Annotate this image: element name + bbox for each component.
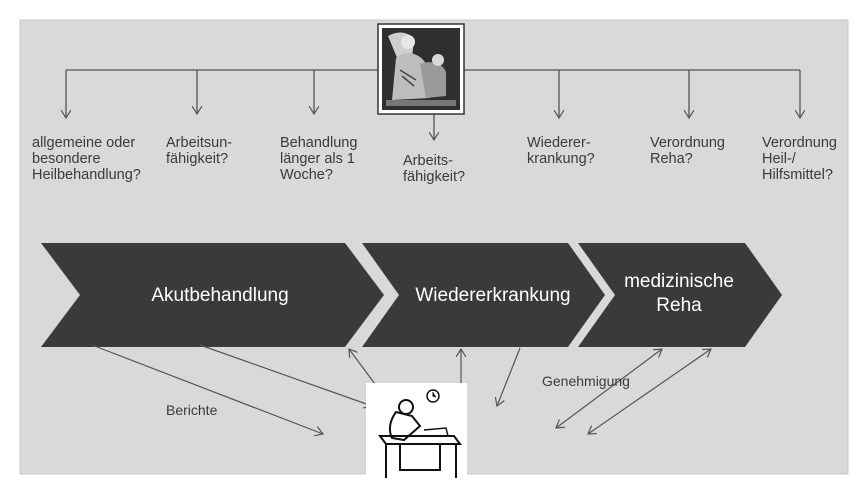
chevron-akutbehandlung (41, 243, 384, 347)
chevron-reha (578, 243, 782, 347)
report-arrow (91, 344, 323, 434)
question-arrows (66, 70, 800, 140)
question-arbeitsunfaehigkeit: Arbeitsun- fähigkeit? (166, 135, 233, 167)
phase-label-reha: medizinische Reha (624, 271, 734, 316)
question-arbeitsfaehigkeit: Arbeits- fähigkeit? (403, 153, 466, 185)
phase-label-wiedererkrankung: Wiedererkrankung (415, 285, 571, 306)
feedback-arrow (349, 349, 376, 385)
question-wiedererkrankung: Wiederer- krankung? (527, 135, 595, 167)
question-verordnung-reha: Verordnung Reha? (650, 135, 725, 167)
report-arrow (199, 344, 372, 406)
process-arrows (91, 344, 711, 434)
report-arrow (497, 347, 521, 406)
edge-label-genehmigung: Genehmigung (542, 373, 630, 389)
doctor-examining-patient-icon (377, 23, 465, 115)
phase-label-akutbehandlung: Akutbehandlung (151, 285, 289, 306)
question-behandlung-laenger: Behandlung länger als 1 Woche? (280, 135, 358, 183)
edge-label-berichte: Berichte (166, 402, 218, 418)
question-verordnung-hilfsmittel: Verordnung Heil-/ Hilfsmittel? (762, 135, 837, 183)
question-allgemeine-heilbehandlung: allgemeine oder besondere Heilbehandlung… (32, 135, 141, 183)
approval-arrow (588, 349, 711, 434)
chevron-wiedererkrankung (362, 243, 605, 347)
clerk-at-desk-icon (366, 383, 467, 483)
